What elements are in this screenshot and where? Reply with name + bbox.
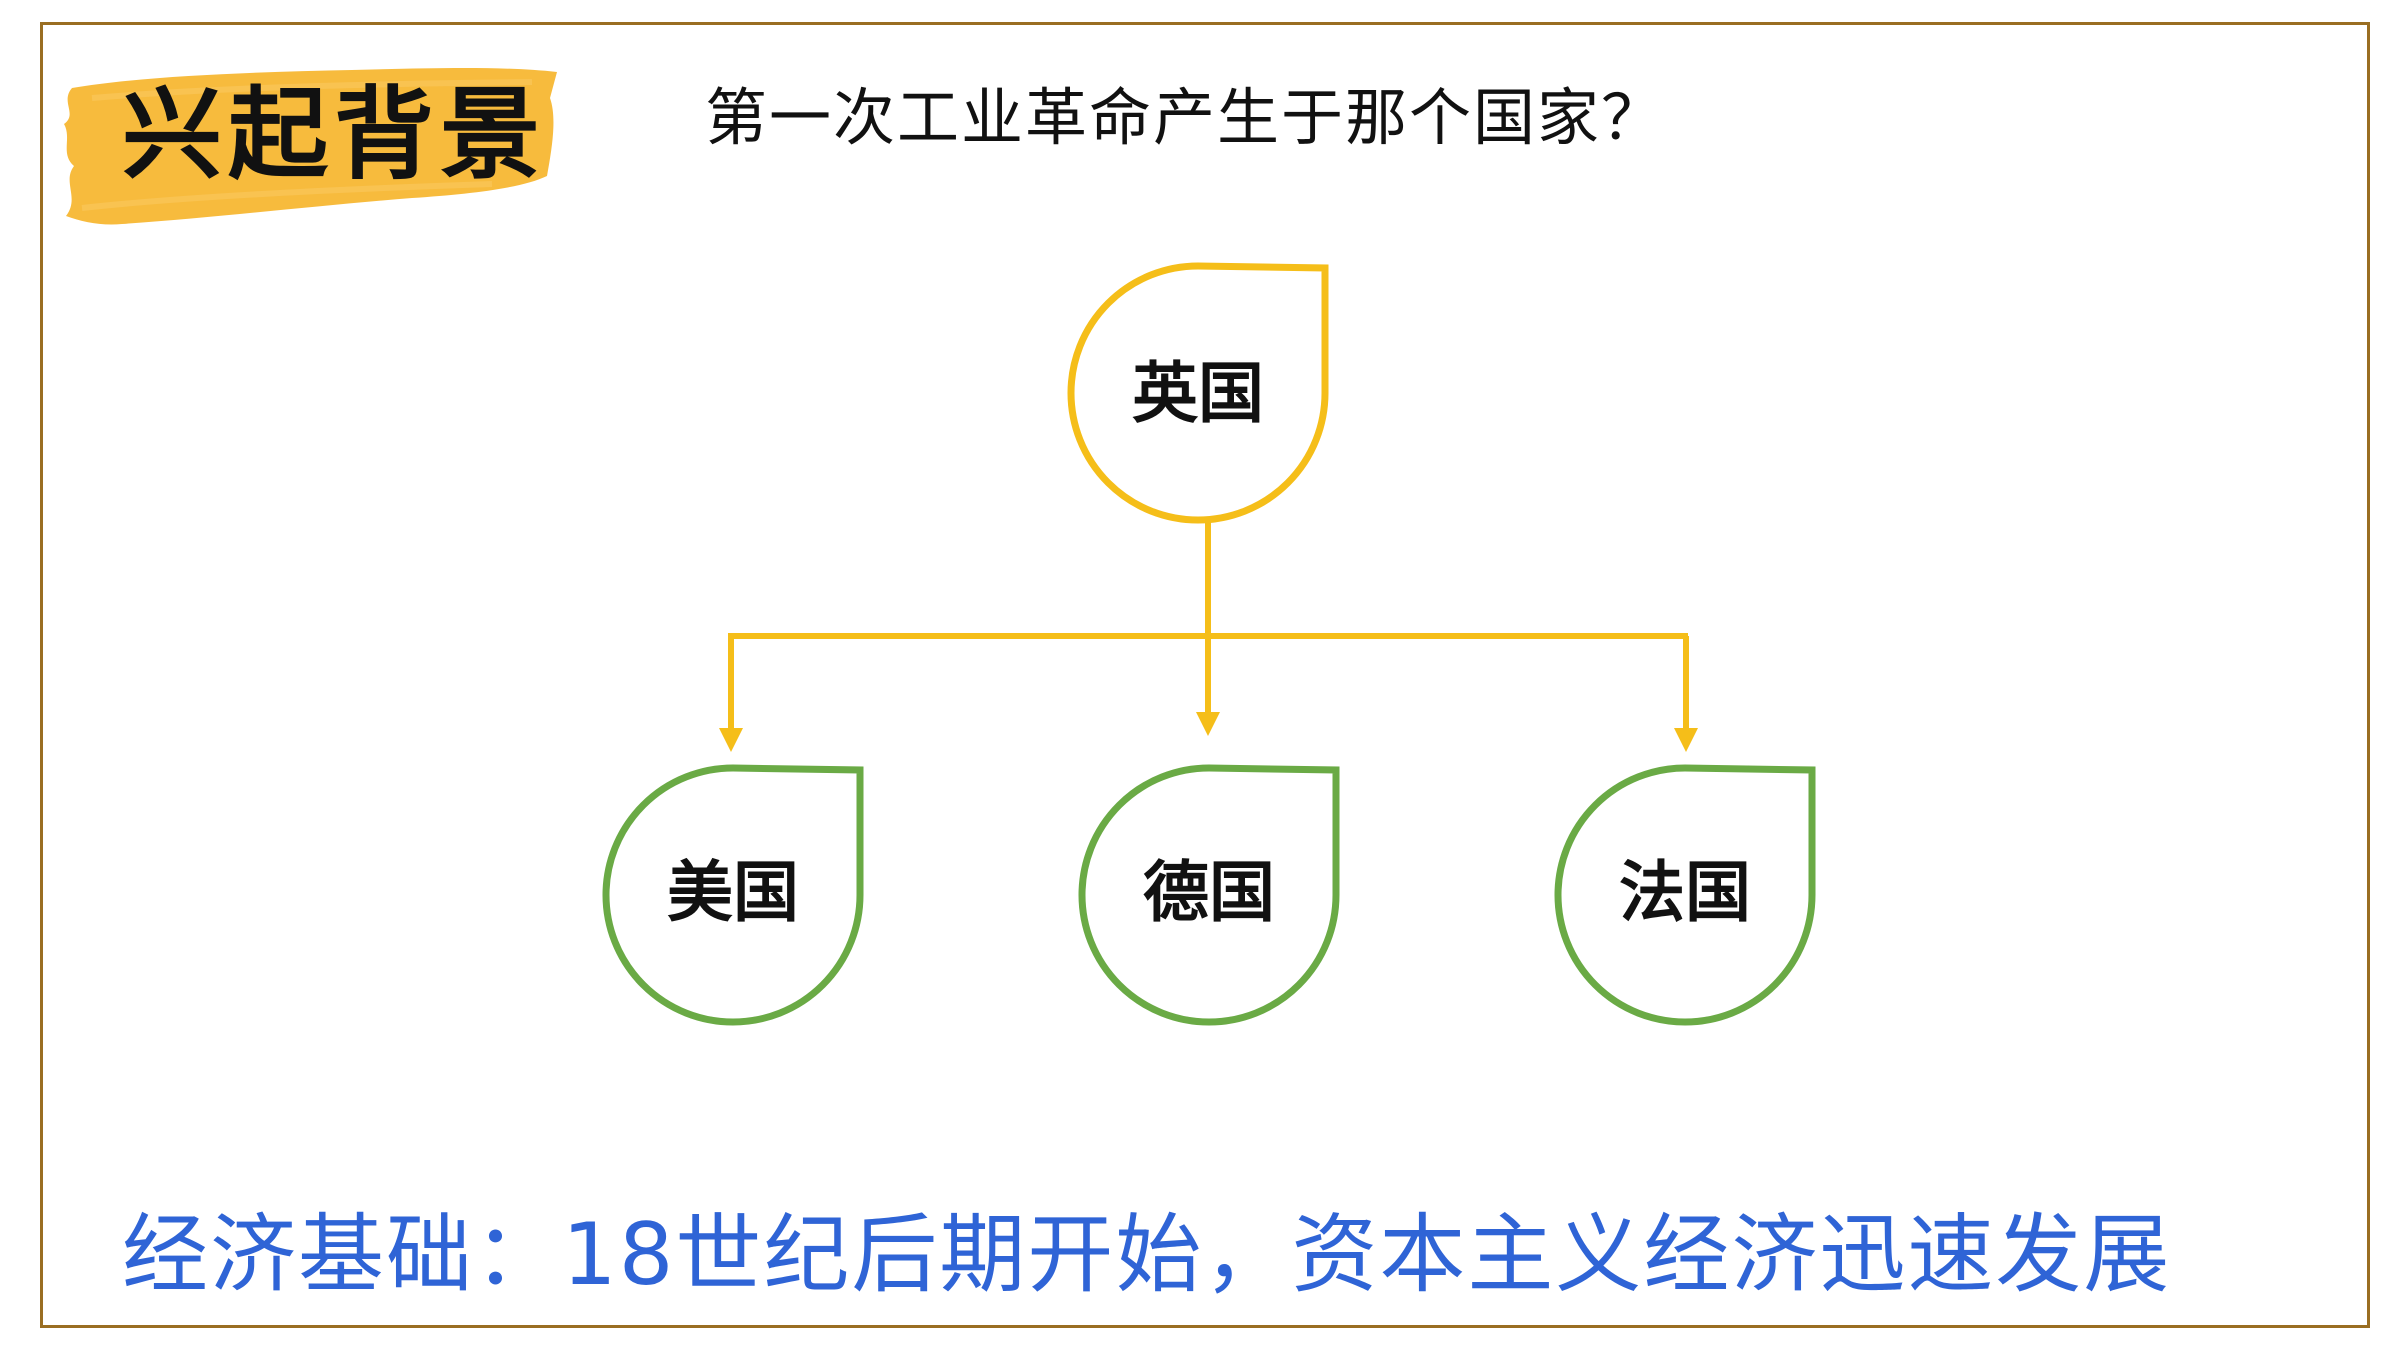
arrowhead-right xyxy=(1674,728,1698,752)
economic-basis-text: 经济基础：18世纪后期开始，资本主义经济迅速发展 xyxy=(122,1205,2172,1305)
child-node-label-france: 法国 xyxy=(1619,854,1751,931)
title-badge-brush xyxy=(64,68,557,225)
brush-texture xyxy=(81,79,533,211)
child-node-shape xyxy=(1554,764,1816,1026)
section-title: 兴起背景 xyxy=(122,76,546,193)
root-node-label: 英国 xyxy=(1132,355,1264,432)
child-node-shape xyxy=(602,764,864,1026)
arrowhead-middle xyxy=(1196,712,1220,736)
question-text: 第一次工业革命产生于那个国家？ xyxy=(705,81,1666,154)
child-node-shape xyxy=(1078,764,1340,1026)
root-node-shape xyxy=(1067,262,1329,524)
child-node-label-germany: 德国 xyxy=(1143,854,1275,931)
arrowhead-left xyxy=(719,728,743,752)
child-node-label-usa: 美国 xyxy=(667,854,799,931)
slide-frame xyxy=(40,22,2370,1328)
